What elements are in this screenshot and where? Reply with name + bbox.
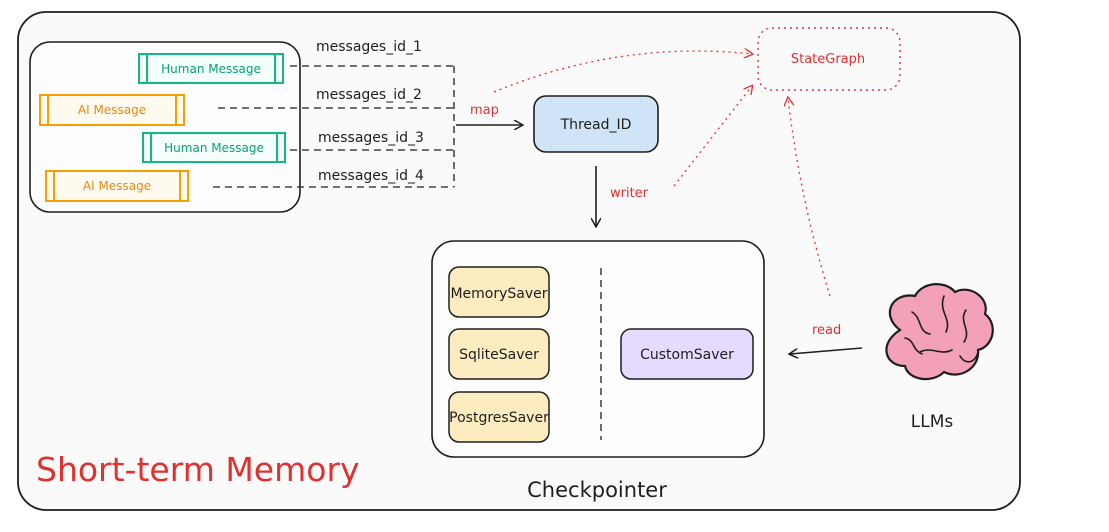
messages-to-stategraph-arrow — [493, 51, 752, 93]
message-id-3: messages_id_3 — [318, 130, 424, 146]
message-id-4: messages_id_4 — [318, 168, 424, 184]
ai-message-4-label: AI Message — [83, 179, 151, 193]
thread-id-label: Thread_ID — [560, 117, 632, 133]
ai-message-2-label: AI Message — [78, 103, 146, 117]
message-id-2: messages_id_2 — [316, 87, 422, 103]
llms-label: LLMs — [911, 412, 954, 432]
ai-message-4: AI Message — [45, 170, 189, 202]
postgres-saver-node: PostgresSaver — [448, 391, 550, 443]
postgres-saver-label: PostgresSaver — [449, 410, 549, 426]
memory-saver-label: MemorySaver — [450, 286, 547, 302]
thread-id-node — [533, 95, 659, 153]
diagram-title: Short-term Memory — [36, 450, 360, 489]
human-message-3: Human Message — [142, 132, 286, 163]
stategraph-label: StateGraph — [791, 52, 865, 67]
custom-saver-label: CustomSaver — [640, 347, 734, 363]
human-message-1-label: Human Message — [161, 62, 261, 76]
llms-to-stategraph-arrow — [788, 98, 831, 297]
message-connectors — [213, 65, 455, 188]
read-arrow — [790, 347, 863, 354]
message-id-1: messages_id_1 — [316, 39, 422, 55]
map-label: map — [470, 103, 499, 118]
ai-message-2: AI Message — [39, 94, 185, 126]
checkpointer-label: Checkpointer — [527, 478, 667, 502]
brain-icon — [885, 283, 994, 381]
human-message-3-label: Human Message — [164, 141, 264, 155]
sqlite-saver-label: SqliteSaver — [459, 347, 539, 363]
custom-saver-node — [620, 328, 754, 380]
human-message-1: Human Message — [138, 53, 284, 84]
memory-saver-node: MemorySaver — [448, 266, 550, 318]
sqlite-saver-node: SqliteSaver — [448, 328, 550, 380]
writer-label: writer — [610, 186, 649, 201]
messages-container — [29, 41, 301, 213]
read-label: read — [812, 323, 841, 338]
